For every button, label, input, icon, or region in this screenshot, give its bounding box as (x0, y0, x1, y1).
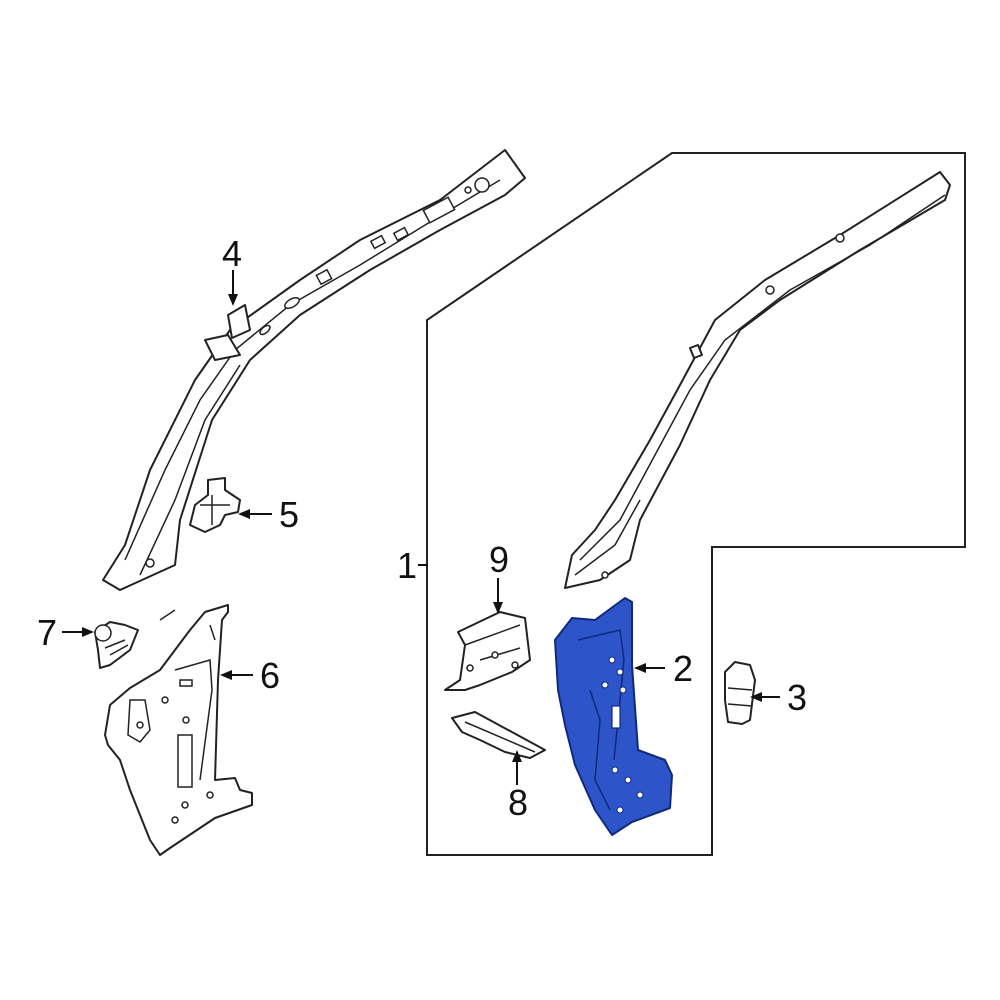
callout-3: 3 (787, 677, 807, 718)
part-3-plug[interactable] (724, 661, 756, 725)
part-7-clip[interactable] (94, 621, 139, 669)
callout-6: 6 (260, 655, 280, 696)
part-4-pillar-rail[interactable] (102, 149, 526, 591)
callout-4: 4 (222, 233, 242, 274)
part-8-bracket[interactable] (451, 711, 546, 759)
callout-2: 2 (673, 648, 693, 689)
part-9-bracket[interactable] (444, 611, 531, 691)
callout-1: 1 (397, 545, 417, 586)
assembly-frame (426, 152, 966, 856)
callout-8: 8 (508, 782, 528, 823)
part-2-highlighted-pillar[interactable] (554, 597, 673, 836)
part-1-assembly-pillar[interactable] (564, 171, 951, 589)
callout-5: 5 (279, 494, 299, 535)
callout-9: 9 (489, 539, 509, 580)
callout-7: 7 (37, 612, 57, 653)
part-5-bracket[interactable] (189, 477, 241, 533)
part-6-lower-pillar[interactable] (104, 604, 253, 856)
